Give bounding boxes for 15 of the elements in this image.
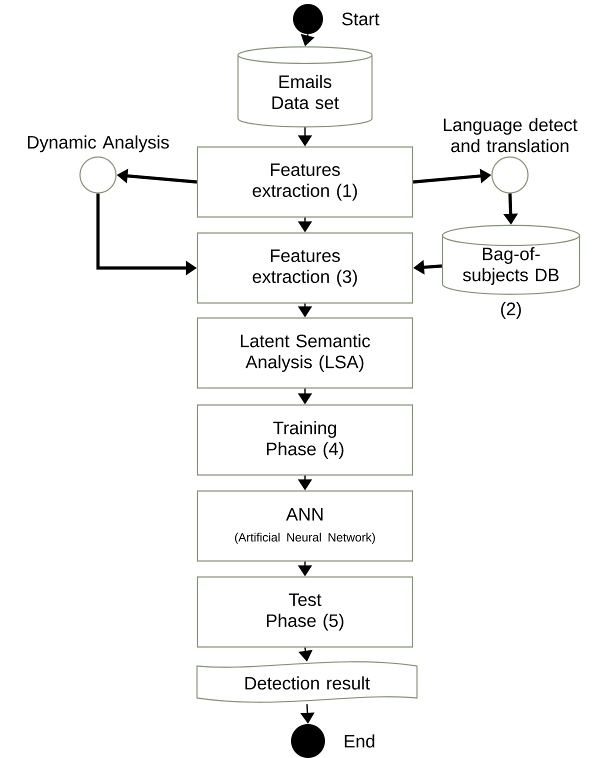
process-box: Latent Semantic Analysis (LSA) — [196, 317, 414, 389]
step-number: (2) — [501, 302, 521, 319]
terminal-label: End — [344, 734, 374, 748]
node-label: Language detect and translation — [444, 118, 578, 152]
database-cylinder: Emails Data set — [237, 46, 373, 128]
process-box: ANN (Artificial Neural Network) — [196, 490, 414, 562]
node-label: Dynamic Analysis — [28, 135, 169, 152]
terminal-circle — [291, 724, 325, 758]
process-box: Training Phase (4) — [196, 404, 414, 476]
terminal-circle — [293, 4, 323, 34]
process-box: Features extraction (1) — [196, 146, 414, 218]
process-box: Features extraction (3) — [196, 232, 414, 304]
terminal-label: Start — [342, 12, 380, 26]
process-box: Test Phase (5) — [196, 576, 414, 648]
database-cylinder: Bag-of-subjects DB — [442, 224, 580, 295]
